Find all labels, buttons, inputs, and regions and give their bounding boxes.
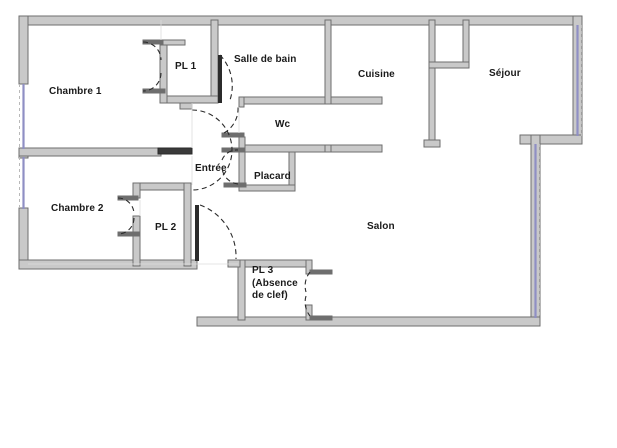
walls-group bbox=[18, 15, 583, 327]
arc-wc bbox=[223, 106, 239, 134]
wall-exterior-top bbox=[18, 15, 583, 26]
wall-pl3-corner-step bbox=[227, 259, 241, 268]
wall-cuisine-left bbox=[324, 19, 332, 105]
arc-pl2-lower bbox=[117, 217, 135, 235]
room-label-salle-de-bain: Salle de bain bbox=[234, 54, 297, 65]
arc-pl2-upper bbox=[117, 197, 135, 215]
wall-pl1-right bbox=[210, 19, 219, 104]
room-label-wc: Wc bbox=[275, 119, 291, 130]
room-label-cuisine: Cuisine bbox=[358, 69, 395, 80]
arc-pl3-upper bbox=[304, 271, 311, 293]
room-label-pl-1: PL 1 bbox=[175, 61, 197, 72]
wall-chambre2-bottom bbox=[18, 259, 198, 270]
wall-pl2-right bbox=[183, 182, 192, 267]
door-jamb-entree-salon bbox=[195, 205, 199, 261]
arc-pl1-upper bbox=[142, 41, 162, 61]
wall-pl2-top bbox=[132, 182, 192, 191]
wall-placard-bottom bbox=[238, 184, 296, 192]
door-leaf-pl1-lower bbox=[142, 88, 166, 94]
room-label-chambre-1: Chambre 1 bbox=[49, 86, 102, 97]
door-arcs-group bbox=[117, 41, 311, 317]
wall-pl1-top-stub bbox=[159, 39, 186, 46]
door-leaf-pl3-upper bbox=[309, 269, 333, 275]
room-label-chambre-2: Chambre 2 bbox=[51, 203, 104, 214]
wall-exterior-bottom bbox=[196, 316, 541, 327]
wall-cuisine-foot bbox=[423, 139, 441, 148]
room-label-pl-3: PL 3 (Absence de clef) bbox=[252, 265, 298, 301]
wall-entree-notch bbox=[179, 102, 193, 110]
arc-placard-lower bbox=[221, 167, 239, 185]
guide-lines-group bbox=[28, 20, 240, 265]
wall-wc-bottom bbox=[238, 144, 383, 153]
door-leaf-pl2-lower bbox=[117, 231, 141, 237]
arc-entree-salon bbox=[199, 204, 237, 260]
door-leaf-wc bbox=[221, 132, 245, 138]
room-label-sejour: Séjour bbox=[489, 68, 521, 79]
wall-sdb-bottom bbox=[238, 96, 383, 105]
door-jamb-sdb bbox=[218, 55, 222, 103]
arc-placard-upper bbox=[221, 149, 239, 161]
windows-group bbox=[19, 25, 582, 318]
arc-salle-de-bain bbox=[219, 54, 233, 101]
wall-cuisine-right bbox=[428, 19, 436, 147]
wall-pl1-left bbox=[159, 39, 168, 104]
wall-alcove-right bbox=[462, 19, 470, 69]
arc-chambre1 bbox=[191, 109, 233, 191]
wall-alcove-bottom bbox=[428, 61, 470, 69]
wall-pl3-right-lower bbox=[305, 304, 313, 321]
room-label-pl-2: PL 2 bbox=[155, 222, 177, 233]
wall-cuisine-bottom bbox=[324, 144, 332, 153]
door-leaf-pl3-lower bbox=[309, 315, 333, 321]
wall-pl2-lowleft bbox=[132, 215, 141, 267]
wall-sejour-bottom bbox=[519, 134, 583, 145]
arc-pl3-lower bbox=[304, 295, 311, 317]
wall-chambre-divider bbox=[18, 147, 162, 157]
wall-pl3-left bbox=[237, 259, 246, 321]
door-leaf-wc-lower bbox=[221, 147, 245, 153]
room-label-entree: Entrée bbox=[195, 163, 227, 174]
room-label-placard: Placard bbox=[254, 171, 291, 182]
wall-pl1-bottom bbox=[159, 95, 219, 104]
door-leaf-chambre1 bbox=[157, 147, 193, 155]
room-label-salon: Salon bbox=[367, 221, 395, 232]
wall-exterior-left-upper bbox=[18, 15, 29, 85]
arc-pl1-lower bbox=[142, 72, 162, 92]
wall-sdb-bottom-stub bbox=[238, 96, 245, 108]
